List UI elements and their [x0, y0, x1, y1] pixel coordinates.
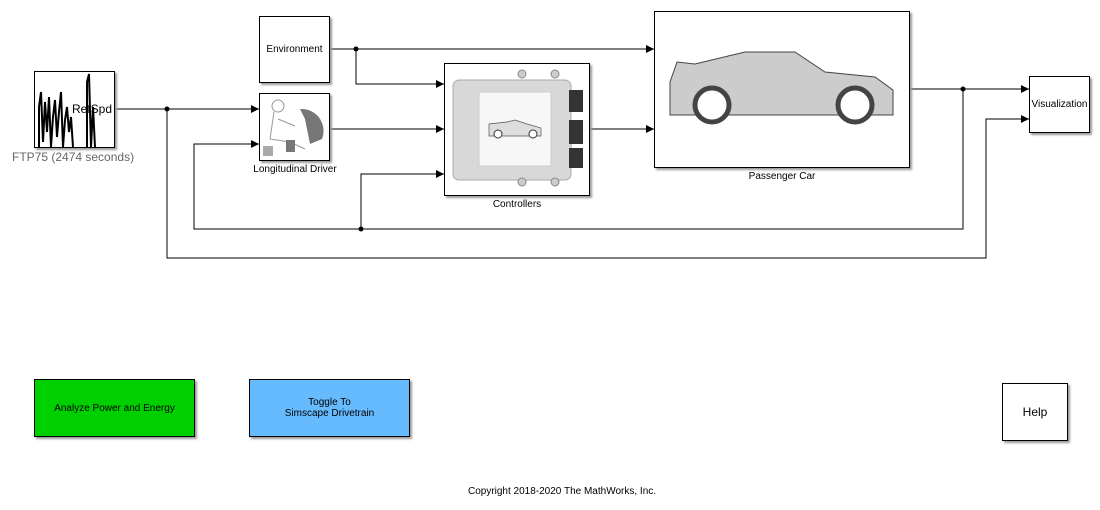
- ftp75-caption: FTP75 (2474 seconds): [12, 150, 135, 164]
- car-icon: [669, 51, 894, 125]
- ftp75-source-block[interactable]: RefSpd: [34, 71, 115, 148]
- car-caption: Passenger Car: [748, 171, 816, 182]
- ecu-icon: [452, 69, 583, 187]
- environment-block[interactable]: Environment: [259, 16, 330, 83]
- analyze-power-energy-button[interactable]: Analyze Power and Energy: [34, 379, 195, 437]
- driver-icon: [263, 99, 324, 156]
- toggle-line2: Simscape Drivetrain: [284, 408, 375, 419]
- toggle-simscape-button[interactable]: Toggle To Simscape Drivetrain: [249, 379, 410, 437]
- toggle-line1: Toggle To: [308, 397, 351, 408]
- controllers-caption: Controllers: [492, 199, 542, 210]
- help-button[interactable]: Help: [1002, 383, 1068, 441]
- copyright: Copyright 2018-2020 The MathWorks, Inc.: [467, 486, 657, 497]
- drive-cycle-icon: [38, 73, 96, 147]
- visualization-block[interactable]: Visualization: [1029, 76, 1090, 133]
- refspd-port-label: RefSpd: [71, 102, 112, 116]
- passenger-car-block[interactable]: [654, 11, 910, 168]
- controllers-block[interactable]: [444, 63, 590, 196]
- driver-caption: Longitudinal Driver: [253, 164, 337, 175]
- longitudinal-driver-block[interactable]: [259, 93, 330, 161]
